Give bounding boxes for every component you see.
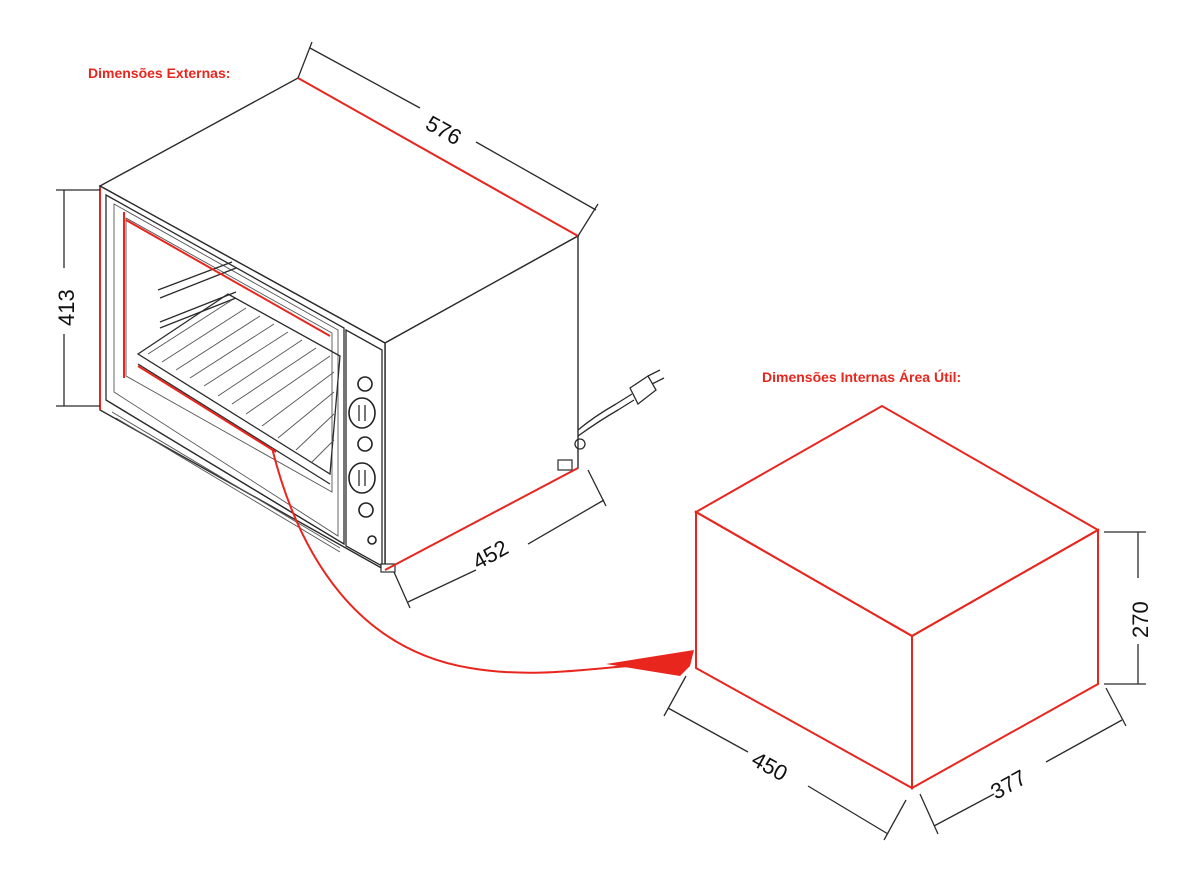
oven-knob-small-2 [357, 436, 373, 452]
internal-box-front-face [695, 510, 913, 790]
external-depth-label: 452 [468, 535, 512, 575]
oven-knob-small-1 [357, 376, 373, 392]
internal-height-dimension: 270 [1104, 531, 1153, 685]
external-height-label: 413 [54, 289, 79, 326]
oven-door-handle [111, 411, 341, 549]
external-outline-highlight [99, 77, 579, 571]
internal-depth-label: 377 [986, 765, 1030, 805]
connector-arrowhead [606, 650, 694, 676]
oven-drawing [98, 77, 665, 573]
oven-knob-large-2 [348, 462, 376, 494]
connector-arrow [271, 447, 694, 676]
oven-wire-rack [136, 293, 341, 485]
oven-knob-large-1 [348, 397, 376, 429]
external-width-label: 576 [422, 111, 466, 151]
external-dimensions-title: Dimensões Externas: [88, 65, 230, 81]
oven-door-inner-frame [113, 203, 339, 537]
internal-dimensions-title: Dimensões Internas Área Útil: [762, 368, 961, 385]
internal-box-side-face [911, 528, 1099, 790]
internal-depth-dimension: 377 [919, 687, 1127, 835]
oven-door-handle-shadow [115, 417, 341, 553]
internal-height-label: 270 [1128, 601, 1153, 638]
oven-glass-window [125, 217, 333, 493]
oven-indicator-light [367, 535, 377, 545]
internal-width-label: 450 [748, 747, 792, 787]
oven-knob-small-3 [358, 502, 374, 518]
oven-door-bottom-edge [105, 399, 345, 545]
internal-width-dimension: 450 [663, 675, 907, 841]
power-cord [574, 369, 665, 450]
oven-foot-back [557, 459, 573, 471]
internal-box [693, 404, 1101, 790]
internal-box-top-face [693, 404, 1101, 638]
external-height-dimension: 413 [54, 189, 100, 407]
